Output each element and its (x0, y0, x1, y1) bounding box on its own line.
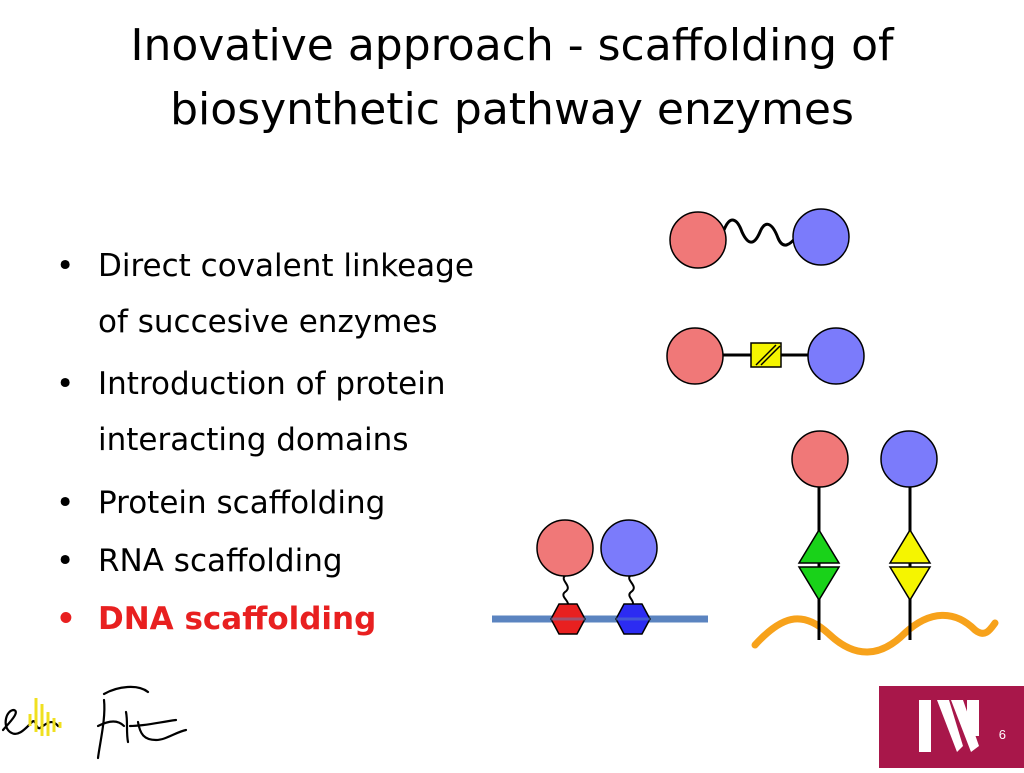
green-domain-top (797, 528, 841, 564)
enzyme-blue (807, 327, 865, 385)
enzyme-red (536, 519, 594, 577)
enzyme-red (791, 430, 849, 488)
bullet-item-covalent-linkage: Direct covalent linkeage of succesive en… (56, 238, 556, 350)
interacting-domains-diagram (666, 327, 865, 385)
enzyme-red (669, 211, 727, 269)
green-domain-bottom (797, 566, 841, 602)
covalent-linkage-diagram (669, 208, 850, 269)
signature-logo (1, 685, 188, 760)
scaffold-protein (751, 611, 999, 656)
title-line-1: Inovative approach - scaffolding of (130, 20, 894, 71)
enzyme-blue (792, 208, 850, 266)
dna-scaffolding-diagram (492, 519, 708, 635)
protein-scaffolding-diagram (751, 430, 999, 656)
yellow-domain-top (888, 528, 932, 564)
bullet-item-protein-scaffolding: Protein scaffolding (56, 474, 556, 532)
bullet-item-protein-domains: Introduction of protein interacting doma… (56, 356, 556, 468)
page-number: 6 (998, 727, 1006, 742)
bullet-list: Direct covalent linkeage of succesive en… (56, 238, 556, 648)
title-line-2: biosynthetic pathway enzymes (170, 84, 854, 135)
slide-title: Inovative approach - scaffolding of bios… (40, 14, 984, 142)
signature-icon (1, 685, 188, 760)
flexible-linker (722, 218, 799, 247)
signature-flame-icon (28, 698, 62, 736)
enzyme-red (666, 327, 724, 385)
bullet-item-dna-scaffolding: DNA scaffolding (56, 590, 556, 648)
enzyme-blue (600, 519, 658, 577)
university-logo: 6 (879, 686, 1024, 768)
enzyme-blue (880, 430, 938, 488)
yellow-domain-bottom (888, 566, 932, 602)
university-logo-icon (919, 700, 979, 752)
bullet-item-rna-scaffolding: RNA scaffolding (56, 532, 556, 590)
